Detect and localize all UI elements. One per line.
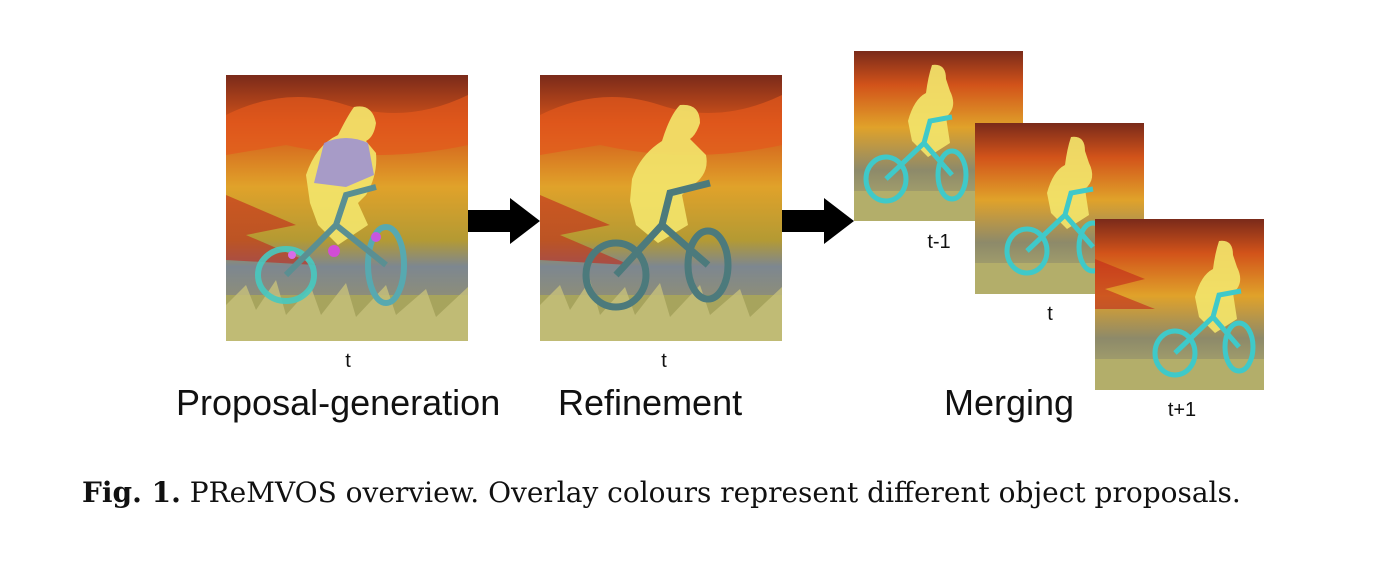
refinement-image <box>540 75 782 341</box>
stage-merging: Merging <box>944 382 1075 423</box>
merging-current-frame-label: t <box>1047 303 1053 325</box>
merging-image-next <box>1095 219 1264 390</box>
stage-refinement: Refinement <box>558 382 743 423</box>
stage-proposal-generation: Proposal-generation <box>176 382 501 423</box>
arrow-right-icon <box>782 198 854 244</box>
proposal-frame-label: t <box>345 350 351 372</box>
refinement-frame-label: t <box>661 350 667 372</box>
merging-prev-frame-label: t-1 <box>927 231 951 253</box>
figure-caption: Fig. 1. PReMVOS overview. Overlay colour… <box>82 476 1372 509</box>
figure-caption-text: PReMVOS overview. Overlay colours repres… <box>189 476 1241 509</box>
merging-next-frame-label: t+1 <box>1167 399 1197 421</box>
proposal-generation-image <box>226 75 468 341</box>
figure-caption-label: Fig. 1. <box>82 476 181 509</box>
arrow-right-icon <box>468 198 540 244</box>
